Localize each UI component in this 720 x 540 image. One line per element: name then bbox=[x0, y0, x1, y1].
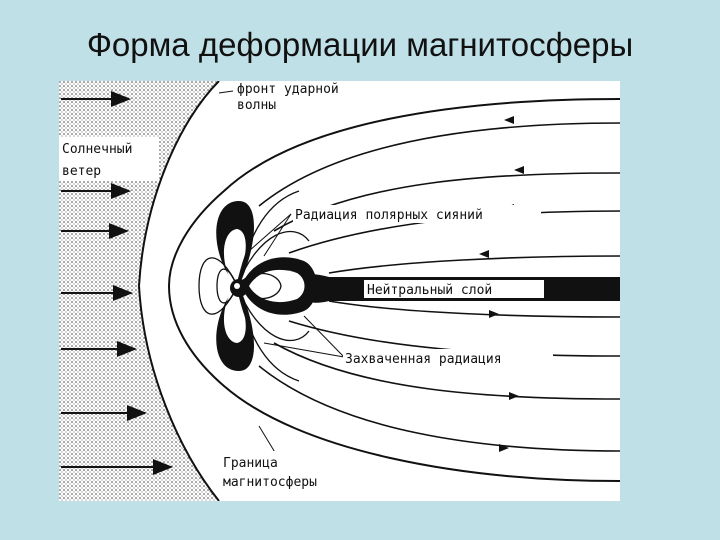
solar-wind-arrows bbox=[61, 91, 173, 475]
shock-front-curve bbox=[137, 81, 220, 501]
aurora-radiation-label: Радиация полярных сияний bbox=[295, 208, 483, 223]
slide-title: Форма деформации магнитосферы bbox=[86, 26, 634, 63]
magnetosphere-diagram: фронт ударной волны Солнечный ветер Ради… bbox=[59, 81, 620, 501]
trapped-radiation-label: Захваченная радиация bbox=[345, 352, 502, 367]
solar-wind-label-1: Солнечный bbox=[62, 142, 132, 157]
boundary-label-1: Граница bbox=[223, 456, 278, 471]
solar-wind-label-2: ветер bbox=[62, 164, 101, 179]
neutral-sheet-label: Нейтральный слой bbox=[367, 283, 492, 298]
magnetopause-boundary bbox=[167, 98, 620, 482]
boundary-label-2: магнитосферы bbox=[223, 475, 317, 490]
dipole-lines bbox=[198, 190, 310, 382]
shock-front-label-1: фронт ударной bbox=[237, 82, 339, 97]
shock-front-label-2: волны bbox=[237, 98, 276, 113]
